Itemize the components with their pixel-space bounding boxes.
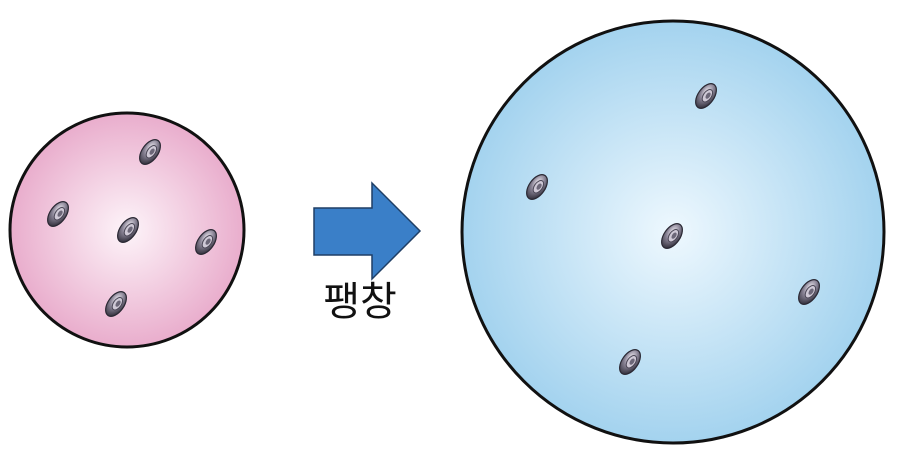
expansion-label: 팽창 (323, 279, 397, 325)
expansion-arrow-icon (313, 181, 422, 281)
small-sphere (8, 111, 246, 349)
large-sphere (460, 19, 886, 445)
